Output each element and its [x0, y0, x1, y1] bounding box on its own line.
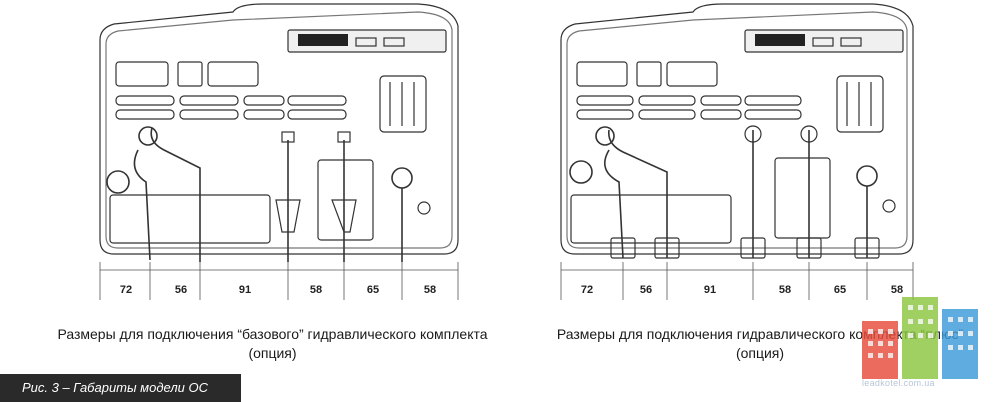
dimension-label: 72 — [580, 284, 594, 296]
dimension-label: 58 — [423, 284, 437, 296]
dimension-label: 72 — [119, 284, 133, 296]
dimension-label: 65 — [366, 284, 380, 296]
boiler-base-kit-drawing — [99, 3, 459, 300]
dimension-label: 65 — [833, 284, 847, 296]
watermark-url: leadkotel.com.ua — [862, 378, 935, 388]
boiler-plus-kit-drawing — [560, 3, 914, 300]
left-caption: Размеры для подключения “базового” гидра… — [15, 325, 530, 363]
dimension-label: 58 — [778, 284, 792, 296]
right-caption-line1: Размеры для подключения гидравлического … — [556, 326, 964, 342]
dimension-label: 58 — [309, 284, 323, 296]
figure-label: Рис. 3 – Габариты модели ОС — [0, 374, 241, 402]
dimension-label: 58 — [890, 284, 904, 296]
right-caption-line2: (опция) — [735, 345, 785, 361]
left-caption-line2: (опция) — [248, 345, 297, 361]
right-caption: Размеры для подключения гидравлического … — [520, 325, 1000, 363]
dimension-label: 91 — [703, 284, 717, 296]
dimension-label: 91 — [238, 284, 252, 296]
dimension-label: 56 — [174, 284, 188, 296]
left-caption-line1: Размеры для подключения “базового” гидра… — [57, 326, 488, 342]
site-logo-watermark — [862, 297, 978, 379]
dimension-label: 56 — [639, 284, 653, 296]
